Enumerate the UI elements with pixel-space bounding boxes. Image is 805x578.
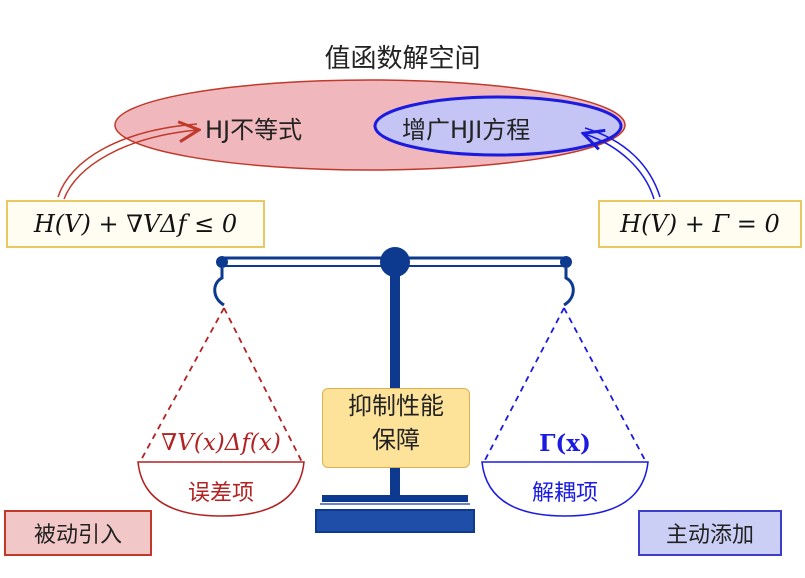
left-pan [137,307,305,517]
diagram-title: 值函数解空间 [324,44,481,74]
error-term-label: 误差项 [187,481,254,506]
augmented-hji-label: 增广HJI方程 [402,116,531,144]
passive-introduction-tag: 被动引入 [4,510,152,556]
equality-equation-box: H(V) + Γ = 0 [598,200,802,248]
active-addition-tag: 主动添加 [638,510,782,556]
left-arrow [57,124,197,200]
performance-guarantee-box: 抑制性能 保障 [322,388,470,468]
hj-inequality-label: HJ不等式 [205,116,303,144]
decoupling-term-label: 解耦项 [531,481,598,506]
error-term-formula: ∇V(x)Δf(x) [161,430,281,456]
augmented-hji-set [373,95,623,157]
decoupling-term-formula: Γ(x) [539,430,591,457]
inequality-equation-box: H(V) + ∇VΔf ≤ 0 [6,200,265,248]
performance-guarantee-line1: 抑制性能 [348,392,444,420]
right-pan [481,307,649,517]
performance-guarantee-line2: 保障 [372,426,420,454]
right-arrow [585,127,661,200]
balance-scale [213,247,575,533]
